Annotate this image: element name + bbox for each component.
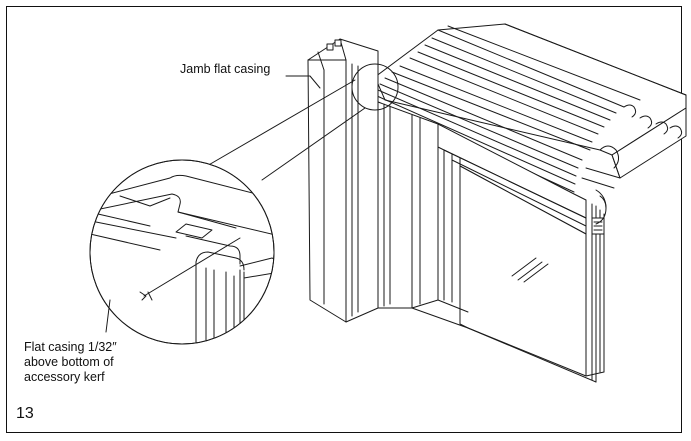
side-jamb-and-sash bbox=[378, 102, 606, 382]
enlarged-detail bbox=[86, 160, 280, 344]
jamb-flat-casing-board bbox=[308, 39, 378, 322]
flat-casing-label-line-2: above bottom of bbox=[24, 355, 114, 369]
flat-casing-label-line-1: Flat casing 1/32″ bbox=[24, 340, 117, 354]
figure-number: 13 bbox=[16, 405, 34, 422]
flat-casing-label-line-3: accessory kerf bbox=[24, 370, 105, 384]
jamb-flat-casing-label: Jamb flat casing bbox=[180, 62, 271, 76]
detail-markers bbox=[200, 64, 398, 180]
flat-casing-kerf-label: Flat casing 1/32″ above bottom of access… bbox=[24, 340, 164, 385]
